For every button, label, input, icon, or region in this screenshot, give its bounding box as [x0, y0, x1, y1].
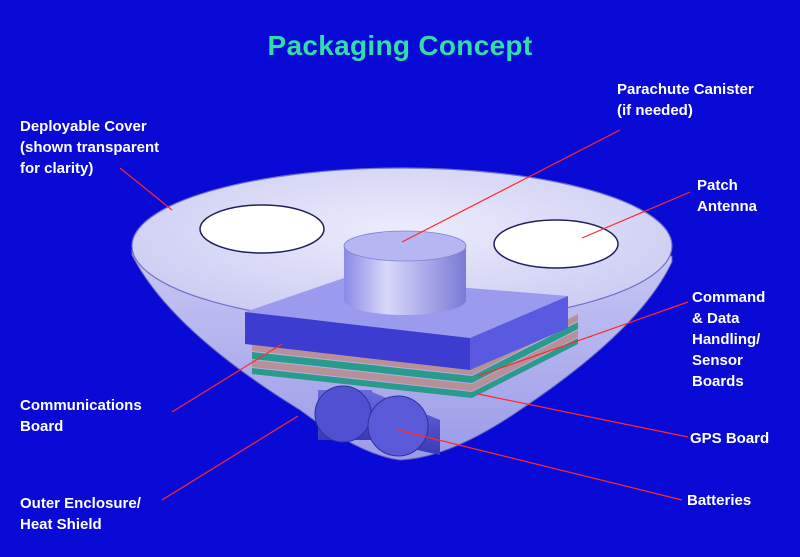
leader-outer-enclosure — [161, 415, 299, 501]
leader-gps-board — [477, 393, 689, 438]
page-title: Packaging Concept — [267, 30, 533, 61]
label-parachute-canister: Parachute Canister (if needed) — [617, 81, 754, 119]
parachute-canister — [344, 246, 466, 315]
comm-board-front — [245, 312, 470, 370]
leader-parachute-canister — [401, 129, 621, 243]
leader-patch-antenna — [581, 191, 691, 239]
gps-board — [252, 338, 578, 398]
patch-antenna-right — [493, 219, 619, 269]
label-batteries: Batteries — [687, 492, 752, 509]
leader-deployable-cover — [119, 167, 173, 211]
parachute-canister-top — [343, 230, 467, 262]
board-layer-4 — [252, 314, 578, 375]
board-layer-3 — [252, 322, 578, 383]
label-deployable-cover: Deployable Cover (shown transparent for … — [20, 118, 160, 177]
leader-batteries — [397, 429, 683, 501]
board-layer-2 — [252, 330, 578, 391]
label-communications-board: Communications Board — [20, 397, 142, 435]
label-cdh-sensor-boards: Command & Data Handling/ Sensor Boards — [692, 289, 766, 390]
comm-board-side — [470, 296, 568, 370]
label-gps-board: GPS Board — [690, 430, 770, 447]
label-patch-antenna: Patch Antenna — [697, 177, 757, 215]
leader-lines — [119, 129, 691, 501]
battery-right-end — [367, 395, 429, 457]
leader-cdh-boards — [477, 301, 689, 377]
label-outer-enclosure: Outer Enclosure/ Heat Shield — [20, 495, 141, 533]
patch-antenna-left — [199, 204, 325, 254]
battery-left-end — [314, 385, 372, 443]
leader-comm-board — [171, 343, 283, 413]
